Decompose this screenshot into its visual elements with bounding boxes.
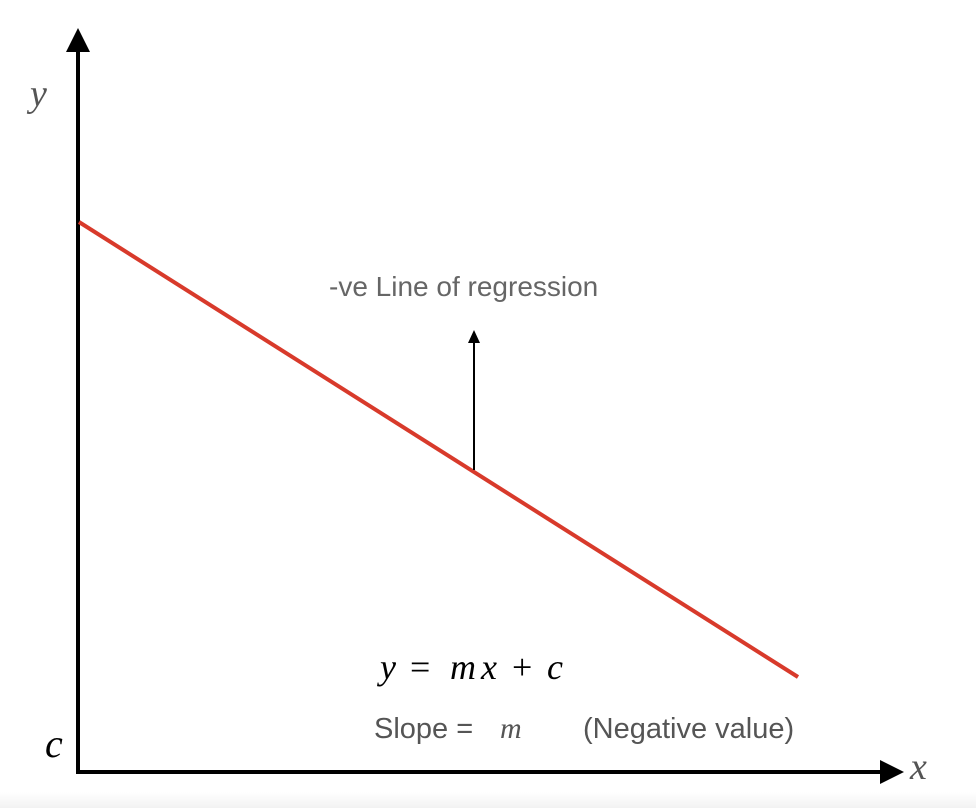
x-axis bbox=[76, 760, 904, 784]
equation-equals: = bbox=[410, 647, 430, 687]
y-axis-label: y bbox=[26, 73, 47, 115]
slope-description: Slope = m (Negative value) bbox=[374, 712, 794, 745]
regression-line bbox=[77, 220, 800, 679]
equation: y = m x + c bbox=[377, 647, 563, 687]
equation-m: m bbox=[450, 647, 476, 687]
slope-symbol: m bbox=[500, 712, 522, 745]
x-axis-label: x bbox=[909, 746, 927, 788]
equation-plus: + bbox=[512, 647, 532, 687]
y-axis bbox=[66, 28, 90, 773]
equation-c: c bbox=[547, 647, 563, 687]
y-axis-arrowhead bbox=[66, 28, 90, 52]
line-label: -ve Line of regression bbox=[329, 271, 598, 302]
equation-x: x bbox=[480, 647, 497, 687]
annotation-arrow bbox=[468, 330, 480, 470]
slope-note: (Negative value) bbox=[583, 713, 794, 745]
equation-y: y bbox=[377, 647, 396, 687]
origin-label: c bbox=[45, 721, 63, 766]
annotation-arrowhead bbox=[468, 330, 480, 343]
bottom-edge-shade bbox=[0, 792, 976, 808]
slope-prefix: Slope = bbox=[374, 713, 473, 745]
x-axis-arrowhead bbox=[880, 760, 904, 784]
